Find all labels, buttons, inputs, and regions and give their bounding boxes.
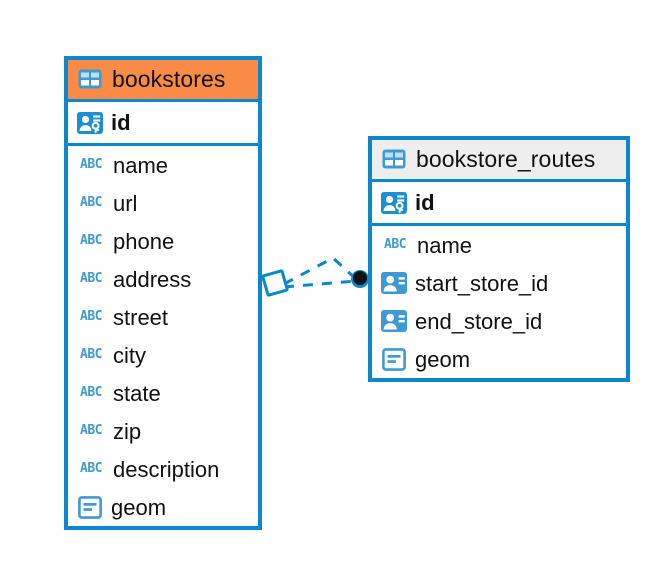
primary-key-icon	[77, 110, 103, 136]
filled-circle-marker	[351, 270, 369, 288]
field-name: phone	[113, 228, 175, 254]
entity-title-bookstores: bookstores	[112, 66, 226, 92]
field-row-end-store-id[interactable]: end_store_id	[372, 302, 626, 340]
foreign-key-icon	[381, 308, 407, 334]
geometry-icon	[77, 494, 103, 520]
table-icon	[381, 146, 407, 172]
field-name: zip	[113, 418, 142, 444]
field-name: url	[113, 190, 138, 216]
text-abc-icon: ABC	[80, 347, 102, 362]
entity-bookstores[interactable]: bookstores id	[64, 56, 262, 530]
field-row-id[interactable]: id	[68, 102, 258, 146]
foreign-key-icon	[381, 270, 407, 296]
field-row-zip[interactable]: ABC zip	[68, 412, 258, 450]
field-name: start_store_id	[415, 270, 549, 296]
text-abc-icon: ABC	[80, 157, 102, 172]
field-name: street	[113, 304, 169, 330]
field-row-address[interactable]: ABC address	[68, 260, 258, 298]
entity-title-bookstore-routes: bookstore_routes	[416, 146, 596, 172]
field-name: address	[113, 266, 192, 292]
field-name: city	[113, 342, 146, 368]
text-abc-icon: ABC	[80, 233, 102, 248]
rhombus-marker	[261, 269, 289, 297]
entity-fields-bookstore-routes: id ABC name start_store_id	[372, 182, 626, 378]
field-row-geom[interactable]: geom	[372, 340, 626, 378]
geometry-icon	[381, 346, 407, 372]
table-icon	[77, 66, 103, 92]
field-row-geom[interactable]: geom	[68, 488, 258, 526]
text-abc-icon: ABC	[384, 237, 406, 252]
field-row-city[interactable]: ABC city	[68, 336, 258, 374]
field-row-street[interactable]: ABC street	[68, 298, 258, 336]
text-abc-icon: ABC	[80, 309, 102, 324]
field-row-phone[interactable]: ABC phone	[68, 222, 258, 260]
field-row-name[interactable]: ABC name	[372, 226, 626, 264]
entity-fields-bookstores: id ABC name ABC url ABC phone ABC addres…	[68, 102, 258, 526]
field-name: id	[111, 110, 131, 135]
field-name: end_store_id	[415, 308, 543, 334]
field-row-description[interactable]: ABC description	[68, 450, 258, 488]
field-row-url[interactable]: ABC url	[68, 184, 258, 222]
text-abc-icon: ABC	[80, 423, 102, 438]
field-name: description	[113, 456, 220, 482]
text-abc-icon: ABC	[80, 271, 102, 286]
primary-key-icon	[381, 190, 407, 216]
field-name: geom	[111, 494, 167, 520]
field-row-id[interactable]: id	[372, 182, 626, 226]
entity-bookstore-routes[interactable]: bookstore_routes id	[368, 136, 630, 382]
text-abc-icon: ABC	[80, 461, 102, 476]
relationship-line-branch-lower	[283, 279, 357, 289]
field-name: geom	[415, 346, 471, 372]
entity-header-bookstore-routes[interactable]: bookstore_routes	[372, 140, 626, 182]
text-abc-icon: ABC	[80, 195, 102, 210]
relationship-line-branch-upper	[283, 256, 358, 286]
field-name: id	[415, 190, 435, 215]
field-name: name	[417, 232, 473, 258]
field-row-name[interactable]: ABC name	[68, 146, 258, 184]
entity-header-bookstores[interactable]: bookstores	[68, 60, 258, 102]
text-abc-icon: ABC	[80, 385, 102, 400]
field-row-state[interactable]: ABC state	[68, 374, 258, 412]
field-row-start-store-id[interactable]: start_store_id	[372, 264, 626, 302]
field-name: name	[113, 152, 169, 178]
field-name: state	[113, 380, 161, 406]
